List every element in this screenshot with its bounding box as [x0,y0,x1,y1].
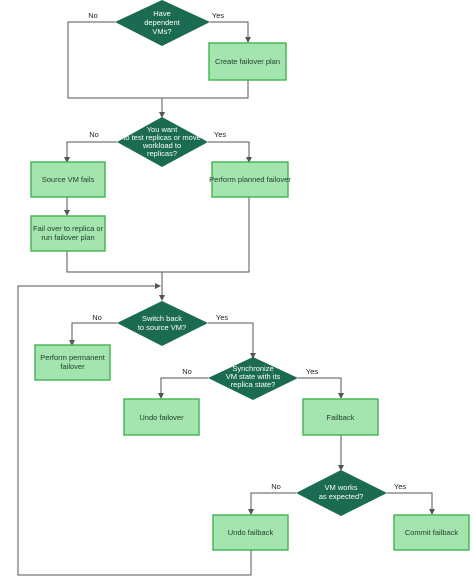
decision-switch-back-line-2: to source VM? [138,323,186,332]
box-undo-failover-shape [123,398,200,436]
decision-switch-back-shape [117,301,208,346]
decision-switch-back-no-label: No [92,313,102,322]
decision-vm-works-line-1: VM works [325,483,358,492]
box-failback: Failback [302,398,379,436]
box-fail-over: Fail over to replica or run failover pla… [30,215,106,252]
decision-test-or-move-yes-label: Yes [214,130,226,139]
box-perform-planned-failover-label: Perform planned failover [209,175,291,184]
connector-create-plan-down [162,80,249,99]
decision-vm-works-line-2: as expected? [319,492,364,501]
box-undo-failback: Undo failback [212,514,289,551]
box-create-failover-plan-shape [208,42,287,81]
decision-dependent-vms-line-3: VMs? [152,27,171,36]
decision-vm-works: VM works as expected? No Yes [271,470,406,516]
decision-vm-works-no-label: No [271,482,281,491]
box-failback-shape [302,398,379,436]
decision-vm-works-shape [296,470,387,516]
box-undo-failover-label: Undo failover [139,413,184,422]
connector-dependent-yes [210,21,251,43]
decision-synchronize: Synchronize VM state with its replica st… [182,357,318,400]
box-fail-over-line-1: Fail over to replica or [33,224,104,233]
connector-test-yes [208,141,252,163]
decision-dependent-vms-line-2: dependent [144,18,180,27]
box-undo-failover: Undo failover [123,398,200,436]
box-fail-over-line-2: run failover plan [41,233,94,242]
decision-switch-back: Switch back to source VM? No Yes [92,301,228,346]
box-undo-failback-label: Undo failback [228,528,274,537]
decision-test-or-move-line-4: replicas? [147,149,177,158]
connector-switch-yes [208,322,256,359]
decision-test-or-move-line-1: You want [147,125,178,134]
box-commit-failback: Commit failback [393,514,470,551]
box-perform-planned-failover-shape [211,161,289,198]
box-failback-label: Failback [327,413,355,422]
box-perform-permanent-failover-line-1: Perform permanent [40,353,106,362]
decision-dependent-vms-no-label: No [88,11,98,20]
box-source-vm-fails-label: Source VM fails [42,175,95,184]
box-create-failover-plan: Create failover plan [208,42,287,81]
connector-test-no [64,141,117,163]
box-create-failover-plan-label: Create failover plan [215,57,280,66]
box-fail-over-shape [30,215,106,252]
decision-synchronize-shape [208,357,298,400]
box-source-vm-fails-shape [30,161,106,198]
box-commit-failback-shape [393,514,470,551]
decision-synchronize-no-label: No [182,367,192,376]
decision-switch-back-line-1: Switch back [142,314,182,323]
box-perform-permanent-failover: Perform permanent failover [34,344,111,381]
connector-works-no [248,492,296,515]
decision-dependent-vms: Have dependent VMs? No Yes [88,0,224,46]
box-perform-permanent-failover-shape [34,344,111,381]
connector-switch-no [69,322,117,346]
decision-synchronize-yes-label: Yes [306,367,318,376]
connector-dependent-no [67,21,162,99]
decision-dependent-vms-line-1: Have [153,9,171,18]
decision-test-or-move-line-3: workload to [142,141,181,150]
connectors [17,21,435,576]
connector-sync-yes [298,377,344,399]
decision-synchronize-line-3: replica state? [231,380,276,389]
connector-planned-down [162,197,250,273]
connector-loop-back [17,283,252,576]
decision-synchronize-line-2: VM state with its [226,372,281,381]
decision-dependent-vms-yes-label: Yes [212,11,224,20]
box-source-vm-fails: Source VM fails [30,161,106,198]
box-commit-failback-label: Commit failback [405,528,459,537]
decision-dependent-vms-shape [115,0,210,46]
decision-switch-back-yes-label: Yes [216,313,228,322]
box-perform-planned-failover: Perform planned failover [209,161,291,198]
decision-test-or-move-line-2: to test replicas or move [123,133,201,142]
decision-test-or-move-no-label: No [89,130,99,139]
decision-vm-works-yes-label: Yes [394,482,406,491]
decision-synchronize-line-1: Synchronize [232,364,273,373]
box-undo-failback-shape [212,514,289,551]
box-perform-permanent-failover-line-2: failover [60,362,85,371]
decision-test-or-move: You want to test replicas or move worklo… [89,117,226,167]
decision-test-or-move-shape [117,117,208,167]
connector-sync-no [158,377,208,399]
connector-works-yes [387,492,435,515]
connector-failover-down [66,251,162,273]
